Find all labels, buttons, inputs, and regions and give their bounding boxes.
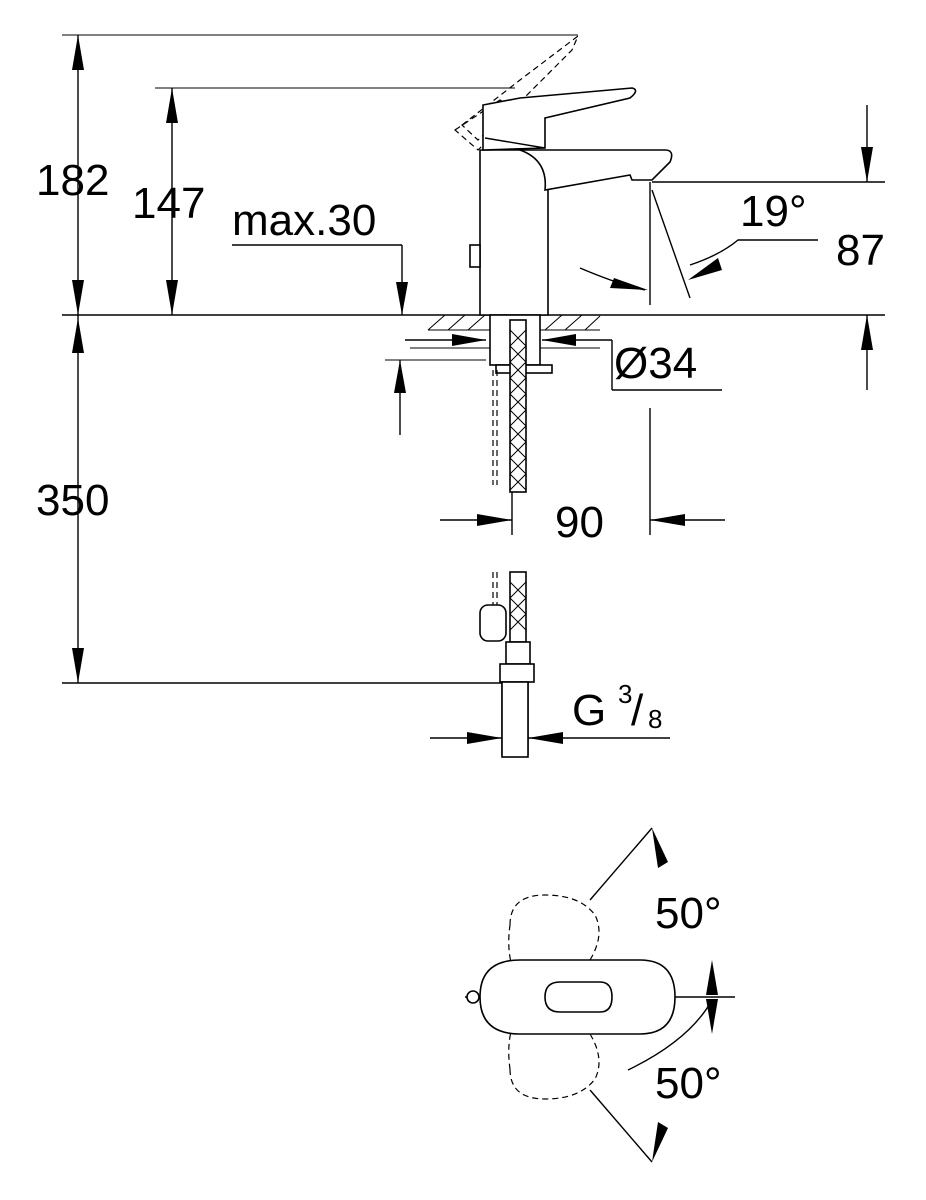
dimension-lines [62,34,885,755]
mixer-side-view [454,34,673,316]
dim-G-slash: / [631,686,644,735]
hoses [479,314,553,758]
dim-d34-label: Ø34 [614,339,697,388]
dimension-arrowheads [72,35,873,744]
dim-182-label: 182 [36,156,109,205]
dim-G-label: G [572,686,606,735]
dim-90-label: 90 [555,498,604,547]
dim-G-numerator: 3 [618,679,632,709]
dimension-labels: 182 147 max.30 19° 87 Ø34 350 90 G 3 / 8… [36,156,885,1108]
dim-350-label: 350 [36,476,109,525]
dim-max30-label: max.30 [232,196,376,245]
dim-19deg-label: 19° [740,187,807,236]
dim-50deg-upper-label: 50° [655,889,722,938]
dim-G-denominator: 8 [648,704,662,734]
dim-147-label: 147 [132,179,205,228]
dim-50deg-lower-label: 50° [655,1059,722,1108]
dim-87-label: 87 [836,226,885,275]
mixer-top-view [465,827,735,1163]
